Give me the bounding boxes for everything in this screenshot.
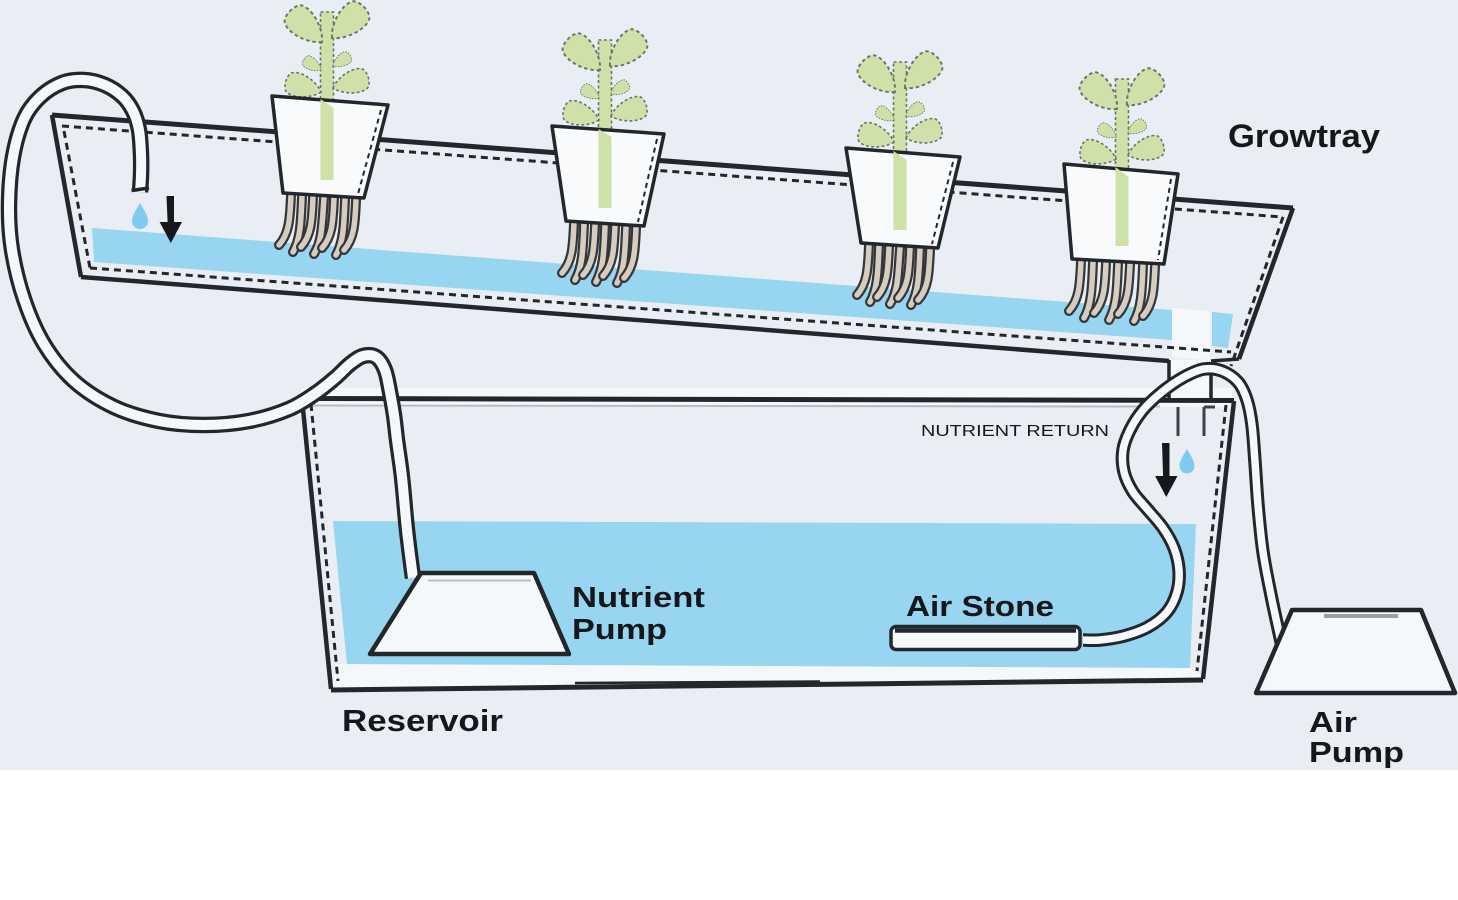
svg-text:Reservoir: Reservoir	[342, 703, 503, 738]
svg-text:NUTRIENT RETURN: NUTRIENT RETURN	[921, 423, 1109, 440]
svg-text:Pump: Pump	[1309, 737, 1404, 769]
svg-text:Air Stone: Air Stone	[906, 591, 1054, 623]
svg-text:Growtray: Growtray	[1228, 118, 1380, 154]
svg-text:Nutrient: Nutrient	[572, 582, 705, 614]
svg-text:Pump: Pump	[572, 614, 667, 646]
svg-text:Air: Air	[1309, 707, 1357, 739]
